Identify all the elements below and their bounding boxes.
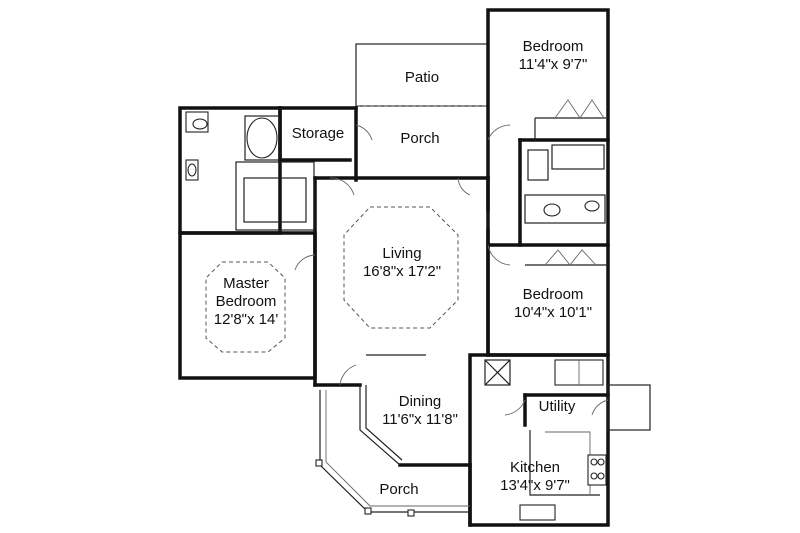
master-name-line2: Bedroom xyxy=(216,293,277,310)
porch-top-label: Porch xyxy=(400,130,439,147)
living-dining-walls xyxy=(313,176,490,387)
bedroom-top-size: 11'4"x 9'7" xyxy=(519,56,588,73)
storage-label: Storage xyxy=(292,125,345,142)
kitchen-name: Kitchen xyxy=(510,459,560,476)
storage-walls xyxy=(278,106,358,182)
porch-bottom-outline xyxy=(315,390,470,517)
dining-size: 11'6"x 11'8" xyxy=(382,411,458,428)
master-name-line1: Master xyxy=(223,275,269,292)
living-ceiling-outline xyxy=(343,206,459,329)
door-swings xyxy=(294,124,609,416)
porch-bottom-label: Porch xyxy=(379,481,418,498)
bedroom-mid-size: 10'4"x 10'1" xyxy=(514,304,592,321)
kitchen-utility-walls xyxy=(398,353,610,527)
utility-label: Utility xyxy=(539,398,576,415)
living-size: 16'8"x 17'2" xyxy=(363,263,441,280)
bedroom-top-name: Bedroom xyxy=(523,38,584,55)
dining-name: Dining xyxy=(399,393,442,410)
master-size: 12'8"x 14' xyxy=(214,311,279,328)
living-name: Living xyxy=(382,245,421,262)
right-bath-fixtures xyxy=(524,144,606,224)
bedroom-mid-name: Bedroom xyxy=(523,286,584,303)
closets xyxy=(525,99,608,266)
master-bath-fixtures xyxy=(185,111,315,231)
dining-bay xyxy=(359,354,426,466)
patio-label: Patio xyxy=(405,69,439,86)
kitchen-counters xyxy=(484,359,607,521)
kitchen-size: 13'4"x 9'7" xyxy=(500,477,570,494)
room-labels: Patio Storage Porch Bedroom 11'4"x 9'7" … xyxy=(214,38,592,498)
